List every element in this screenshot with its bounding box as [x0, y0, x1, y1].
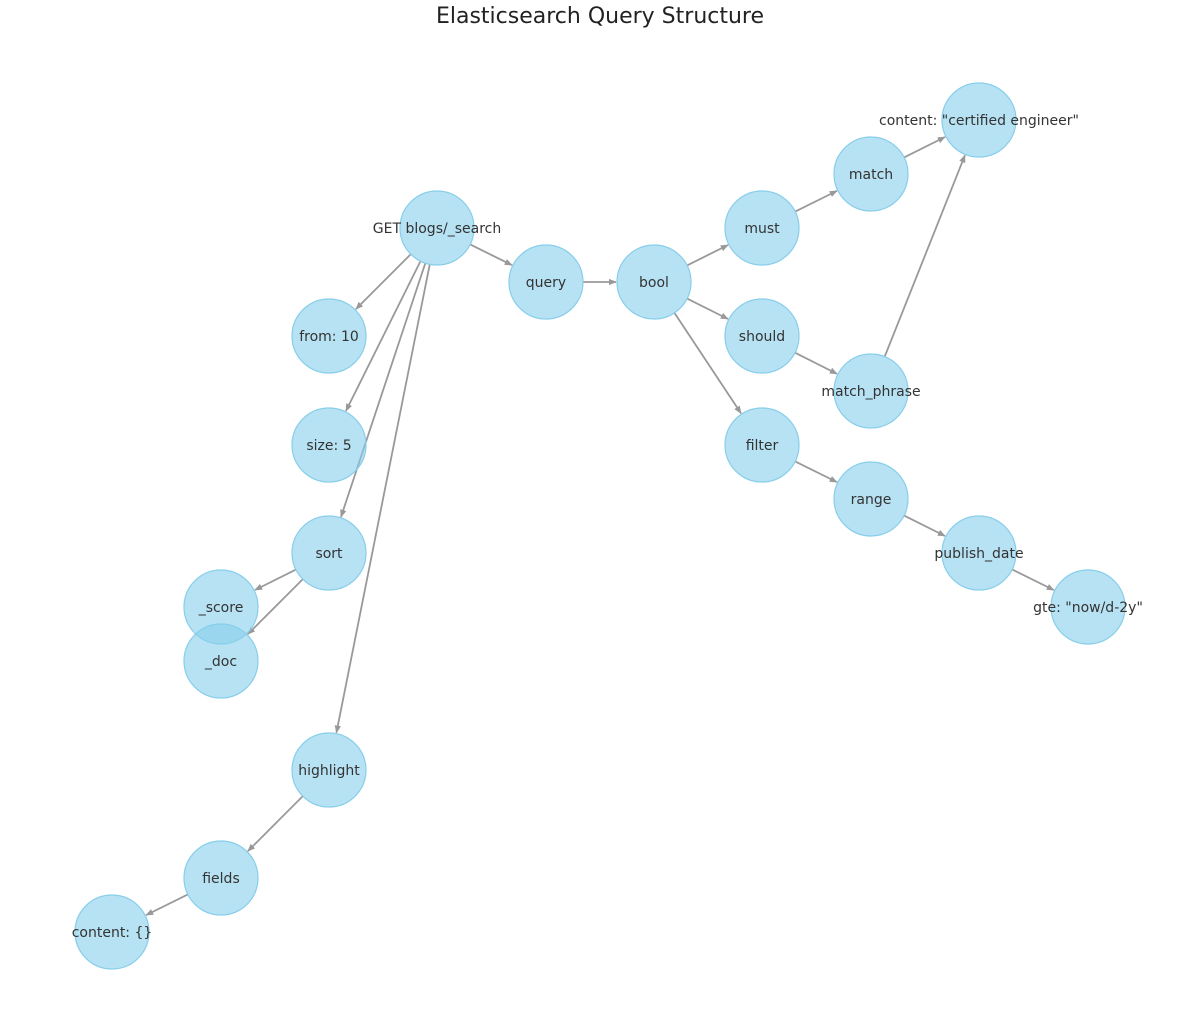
node-label: GET blogs/_search: [373, 221, 501, 237]
node-layer: GET blogs/_search from: 10 size: 5 sort _sco…: [72, 82, 1143, 970]
node-circle: [508, 244, 584, 320]
node-circle: [833, 136, 909, 212]
node-label: publish_date: [934, 546, 1023, 562]
node-doc: _doc: [183, 623, 259, 699]
node-query: query: [508, 244, 584, 320]
edge-should-to-match_phrase: [794, 351, 838, 375]
edge-root-to-highlight: [334, 264, 431, 734]
node-match: match: [833, 136, 909, 212]
node-label: filter: [746, 438, 779, 454]
node-circle: [941, 515, 1017, 591]
node-circle: [941, 82, 1017, 158]
edge-match_phrase-to-content_ce: [883, 154, 966, 357]
node-label: highlight: [298, 763, 360, 779]
edge-root-to-size: [345, 260, 422, 412]
edge-root-to-query: [469, 243, 513, 266]
node-label: sort: [315, 546, 343, 562]
node-label: from: 10: [299, 329, 359, 345]
node-circle: [724, 298, 800, 374]
edge-fields-to-hl_content: [145, 893, 189, 916]
node-circle: [724, 190, 800, 266]
node-circle: [291, 298, 367, 374]
node-label: must: [744, 221, 780, 237]
node-label: gte: "now/d-2y": [1033, 600, 1143, 616]
edge-highlight-to-fields: [247, 795, 304, 852]
node-score: _score: [183, 569, 259, 645]
node-root: GET blogs/_search: [373, 190, 501, 266]
node-label: _doc: [204, 654, 237, 670]
edge-bool-to-filter: [673, 312, 742, 414]
node-fields: fields: [183, 840, 259, 916]
node-content_ce: content: "certified engineer": [879, 82, 1079, 158]
node-circle: [291, 732, 367, 808]
node-circle: [1050, 569, 1126, 645]
node-circle: [399, 190, 475, 266]
edge-filter-to-range: [794, 460, 838, 483]
node-publish_date: publish_date: [934, 515, 1024, 591]
node-gte: gte: "now/d-2y": [1033, 569, 1143, 645]
node-label: query: [526, 275, 566, 291]
node-sort: sort: [291, 515, 367, 591]
node-circle: [724, 407, 800, 483]
node-circle: [183, 840, 259, 916]
node-filter: filter: [724, 407, 800, 483]
edge-publish_date-to-gte: [1011, 568, 1055, 591]
node-circle: [833, 461, 909, 537]
node-should: should: [724, 298, 800, 374]
node-circle: [291, 515, 367, 591]
node-label: bool: [639, 275, 669, 291]
node-circle: [833, 353, 909, 429]
node-circle: [291, 407, 367, 483]
node-must: must: [724, 190, 800, 266]
node-match_phrase: match_phrase: [821, 353, 921, 429]
node-circle: [183, 623, 259, 699]
edge-sort-to-score: [254, 568, 297, 591]
edge-match-to-content_ce: [903, 136, 946, 159]
node-label: content: "certified engineer": [879, 113, 1079, 129]
edge-root-to-from: [355, 253, 412, 310]
node-circle: [74, 894, 150, 970]
node-label: should: [739, 329, 785, 345]
edge-bool-to-must: [686, 244, 729, 267]
node-range: range: [833, 461, 909, 537]
diagram-title: Elasticsearch Query Structure: [435, 4, 765, 29]
edge-must-to-match: [794, 190, 838, 213]
node-label: match: [849, 167, 893, 183]
node-label: _score: [198, 600, 244, 616]
edge-root-to-sort: [340, 262, 427, 518]
node-size: size: 5: [291, 407, 367, 483]
node-hl_content: content: {}: [72, 894, 153, 970]
node-highlight: highlight: [291, 732, 367, 808]
node-bool: bool: [616, 244, 692, 320]
node-label: match_phrase: [821, 384, 920, 400]
edge-bool-to-should: [686, 297, 729, 320]
node-label: range: [851, 492, 892, 508]
node-label: content: {}: [72, 925, 153, 941]
edge-layer: [145, 136, 1055, 916]
node-label: size: 5: [306, 438, 351, 454]
node-from: from: 10: [291, 298, 367, 374]
node-label: fields: [202, 871, 240, 887]
node-circle: [616, 244, 692, 320]
edge-range-to-publish_date: [903, 514, 946, 537]
edge-sort-to-doc: [247, 578, 304, 635]
